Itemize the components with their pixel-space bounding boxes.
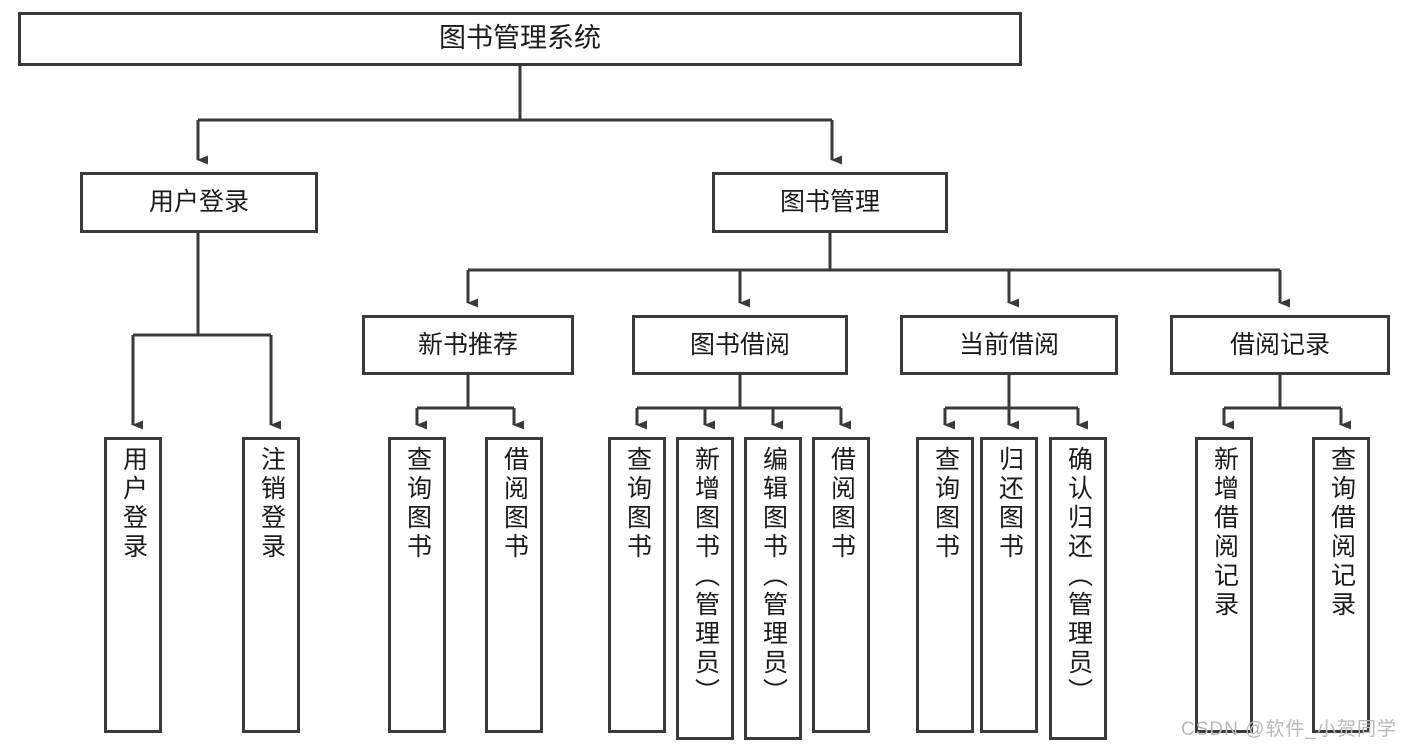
node-book-management[interactable]: 图书管理 (712, 172, 948, 233)
node-label: 当前借阅 (958, 330, 1059, 359)
node-root-book-management-system[interactable]: 图书管理系统 (18, 12, 1022, 66)
node-label: 查询借阅记录 (1327, 446, 1356, 620)
leaf-confirm-return-admin[interactable]: 确认归还（管理员） (1049, 437, 1107, 740)
node-new-book-recommend[interactable]: 新书推荐 (362, 315, 574, 375)
leaf-query-book-borrow[interactable]: 查询图书 (608, 437, 666, 733)
node-label: 新增借阅记录 (1210, 446, 1239, 620)
node-label: 查询图书 (403, 446, 432, 562)
node-label: 借阅图书 (500, 446, 529, 562)
node-book-borrow[interactable]: 图书借阅 (632, 315, 848, 375)
leaf-user-logout[interactable]: 注销登录 (242, 437, 300, 733)
node-user-login[interactable]: 用户登录 (80, 172, 318, 233)
leaf-edit-book-admin[interactable]: 编辑图书（管理员） (744, 437, 802, 740)
leaf-query-book-current[interactable]: 查询图书 (916, 437, 974, 733)
leaf-query-book-recommend[interactable]: 查询图书 (388, 437, 446, 733)
leaf-add-borrow-record[interactable]: 新增借阅记录 (1195, 437, 1253, 733)
node-label: 图书管理系统 (439, 23, 601, 54)
node-label: 注销登录 (257, 446, 286, 562)
node-label: 查询图书 (931, 446, 960, 562)
node-label: 用户登录 (148, 188, 249, 217)
csdn-watermark: CSDN @软件_小贺同学 (1181, 719, 1397, 740)
node-borrow-record[interactable]: 借阅记录 (1170, 315, 1390, 375)
node-label: 确认归还（管理员） (1064, 446, 1093, 707)
leaf-query-borrow-record[interactable]: 查询借阅记录 (1312, 437, 1370, 733)
node-label: 查询图书 (623, 446, 652, 562)
leaf-return-book[interactable]: 归还图书 (980, 437, 1038, 733)
node-label: 借阅记录 (1229, 330, 1330, 359)
leaf-borrow-book[interactable]: 借阅图书 (812, 437, 870, 733)
node-label: 借阅图书 (827, 446, 856, 562)
leaf-add-book-admin[interactable]: 新增图书（管理员） (676, 437, 734, 740)
node-label: 图书管理 (779, 188, 880, 217)
node-label: 归还图书 (995, 446, 1024, 562)
node-label: 编辑图书（管理员） (759, 446, 788, 707)
node-current-borrow[interactable]: 当前借阅 (900, 315, 1118, 375)
node-label: 图书借阅 (689, 330, 790, 359)
node-label: 用户登录 (119, 446, 148, 562)
leaf-user-login[interactable]: 用户登录 (104, 437, 162, 733)
node-label: 新书推荐 (417, 330, 518, 359)
leaf-borrow-book-recommend[interactable]: 借阅图书 (485, 437, 543, 733)
node-label: 新增图书（管理员） (691, 446, 720, 707)
